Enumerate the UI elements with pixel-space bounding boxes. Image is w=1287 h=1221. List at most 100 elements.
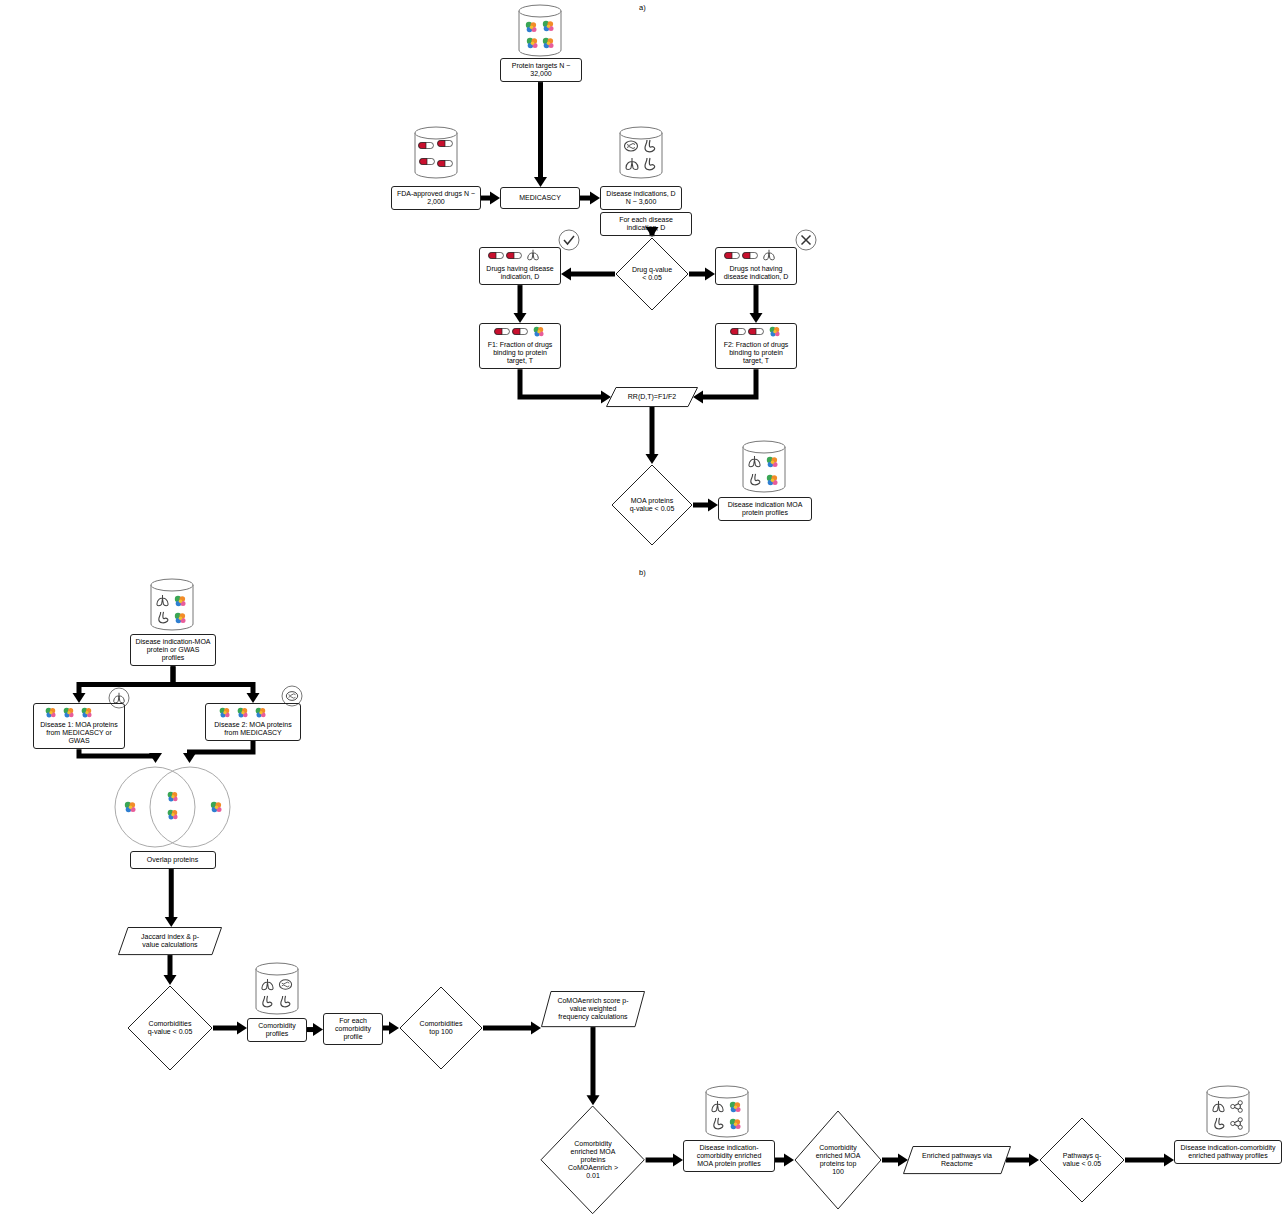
process-box: Overlap proteins [130, 851, 216, 869]
flow-arrow [775, 1154, 794, 1167]
arrow-line [481, 196, 491, 201]
panel-label: a) [639, 4, 646, 13]
protein-icon [168, 792, 178, 802]
arrow-head [183, 753, 196, 763]
diamond-border [795, 1111, 881, 1209]
pill-icon [419, 142, 434, 148]
pill-icon [725, 252, 740, 258]
lungs-icon [262, 979, 273, 990]
node-text: Comorbidities q-value < 0.05 [146, 1020, 194, 1036]
protein-icon [543, 38, 554, 49]
arrow-line [79, 749, 156, 756]
process-box: For each comorbidity profile [323, 1013, 383, 1045]
pill-icon [749, 328, 764, 334]
arrow-line [775, 1158, 785, 1163]
flow-arrow [882, 1154, 908, 1167]
protein-icon [543, 21, 554, 32]
brain-icon [279, 980, 291, 989]
arrow-head [313, 1023, 323, 1036]
flow-arrow [73, 666, 174, 703]
diamond-border [1040, 1118, 1124, 1202]
protein-icon [46, 708, 56, 718]
decision-diamond: Comorbidity enriched MOA proteins top 10… [794, 1110, 882, 1210]
node-text: Pathways q-value < 0.05 [1058, 1152, 1106, 1168]
node-text: For each disease indication, D [605, 216, 687, 232]
protein-icon [527, 38, 538, 49]
process-box: Comorbidity profiles [247, 1018, 307, 1042]
protein-icon [220, 708, 230, 718]
process-box: FDA-approved drugs N ~ 2,000 [391, 186, 481, 210]
parallelogram-border [904, 1146, 1011, 1173]
flow-arrow [514, 285, 527, 323]
flow-arrow [173, 666, 260, 703]
pill-icon [438, 160, 453, 166]
arrow-head [1029, 1154, 1039, 1167]
flow-arrow [586, 1027, 599, 1105]
database-cylinder [519, 5, 561, 56]
arrow-line [190, 741, 254, 754]
arrow-line [646, 1157, 674, 1162]
pill-icon [420, 158, 435, 164]
flow-arrow [383, 1022, 399, 1035]
brain-icon [286, 692, 297, 701]
arrow-line [483, 1026, 532, 1031]
net-icon [1231, 1101, 1243, 1113]
protein-icon [82, 708, 92, 718]
protein-icon [211, 802, 222, 813]
flow-arrow [750, 285, 763, 323]
diamond-label: Pathways q-value < 0.05 [1058, 1152, 1106, 1168]
node-text: Disease indications, D N ~ 3,600 [605, 190, 677, 206]
protein-icon [767, 457, 778, 468]
database-cylinder [706, 1086, 748, 1137]
decision-diamond: Comorbidity enriched MOA proteins CoMOAe… [540, 1105, 645, 1215]
flow-arrow [307, 1023, 323, 1036]
arrow-line [307, 1027, 314, 1032]
organ-icon [263, 996, 272, 1007]
arrow-head [586, 1095, 599, 1105]
node-text: Enriched pathways via Reactome [918, 1152, 996, 1168]
lungs-icon [157, 595, 168, 606]
arrow-head [646, 454, 659, 464]
protein-icon [125, 802, 136, 813]
protein-icon [730, 1119, 741, 1130]
arrow-line [882, 1158, 899, 1163]
decision-diamond: Comorbidities top 100 [399, 986, 483, 1070]
arrow-head [149, 753, 162, 763]
protein-icon [730, 1102, 741, 1113]
node-text: For each comorbidity profile [328, 1017, 378, 1041]
arrow-line [754, 285, 759, 314]
diamond-label: Drug q-value < 0.05 [632, 266, 673, 282]
flow-arrow [689, 268, 715, 281]
protein-icon [526, 22, 537, 33]
arrow-line [173, 666, 253, 694]
organ-icon [281, 996, 290, 1007]
lungs-icon [764, 250, 775, 260]
database-cylinder [620, 127, 662, 178]
flow-arrow [580, 192, 600, 205]
protein-icon [256, 708, 266, 718]
arrow-line [168, 955, 173, 976]
pill-icon [438, 140, 453, 146]
protein-icon [767, 475, 778, 486]
decision-diamond: Drug q-value < 0.05 [615, 237, 689, 311]
brain-icon [625, 141, 638, 151]
arrow-head [247, 693, 260, 703]
database-cylinder [743, 441, 785, 492]
node-text: Comorbidity enriched MOA proteins top 10… [814, 1144, 863, 1176]
parallelogram-border [607, 387, 698, 406]
flow-arrow [693, 369, 756, 403]
arrow-head [531, 1022, 541, 1035]
diamond-label: Comorbidity enriched MOA proteins top 10… [814, 1144, 863, 1176]
arrow-line [213, 1026, 238, 1031]
protein-icon [175, 596, 186, 607]
arrow-line [1125, 1158, 1165, 1163]
lungs-icon [749, 456, 760, 467]
arrow-line [693, 503, 709, 508]
process-box: Disease indication-comorbidity enriched … [1174, 1140, 1282, 1164]
arrow-head [750, 313, 763, 323]
arrow-line [79, 666, 173, 694]
process-box: F1: Fraction of drugs binding to protein… [479, 323, 561, 369]
organ-icon [159, 612, 168, 623]
cross-mark [802, 236, 811, 245]
disease-badge [109, 688, 129, 708]
